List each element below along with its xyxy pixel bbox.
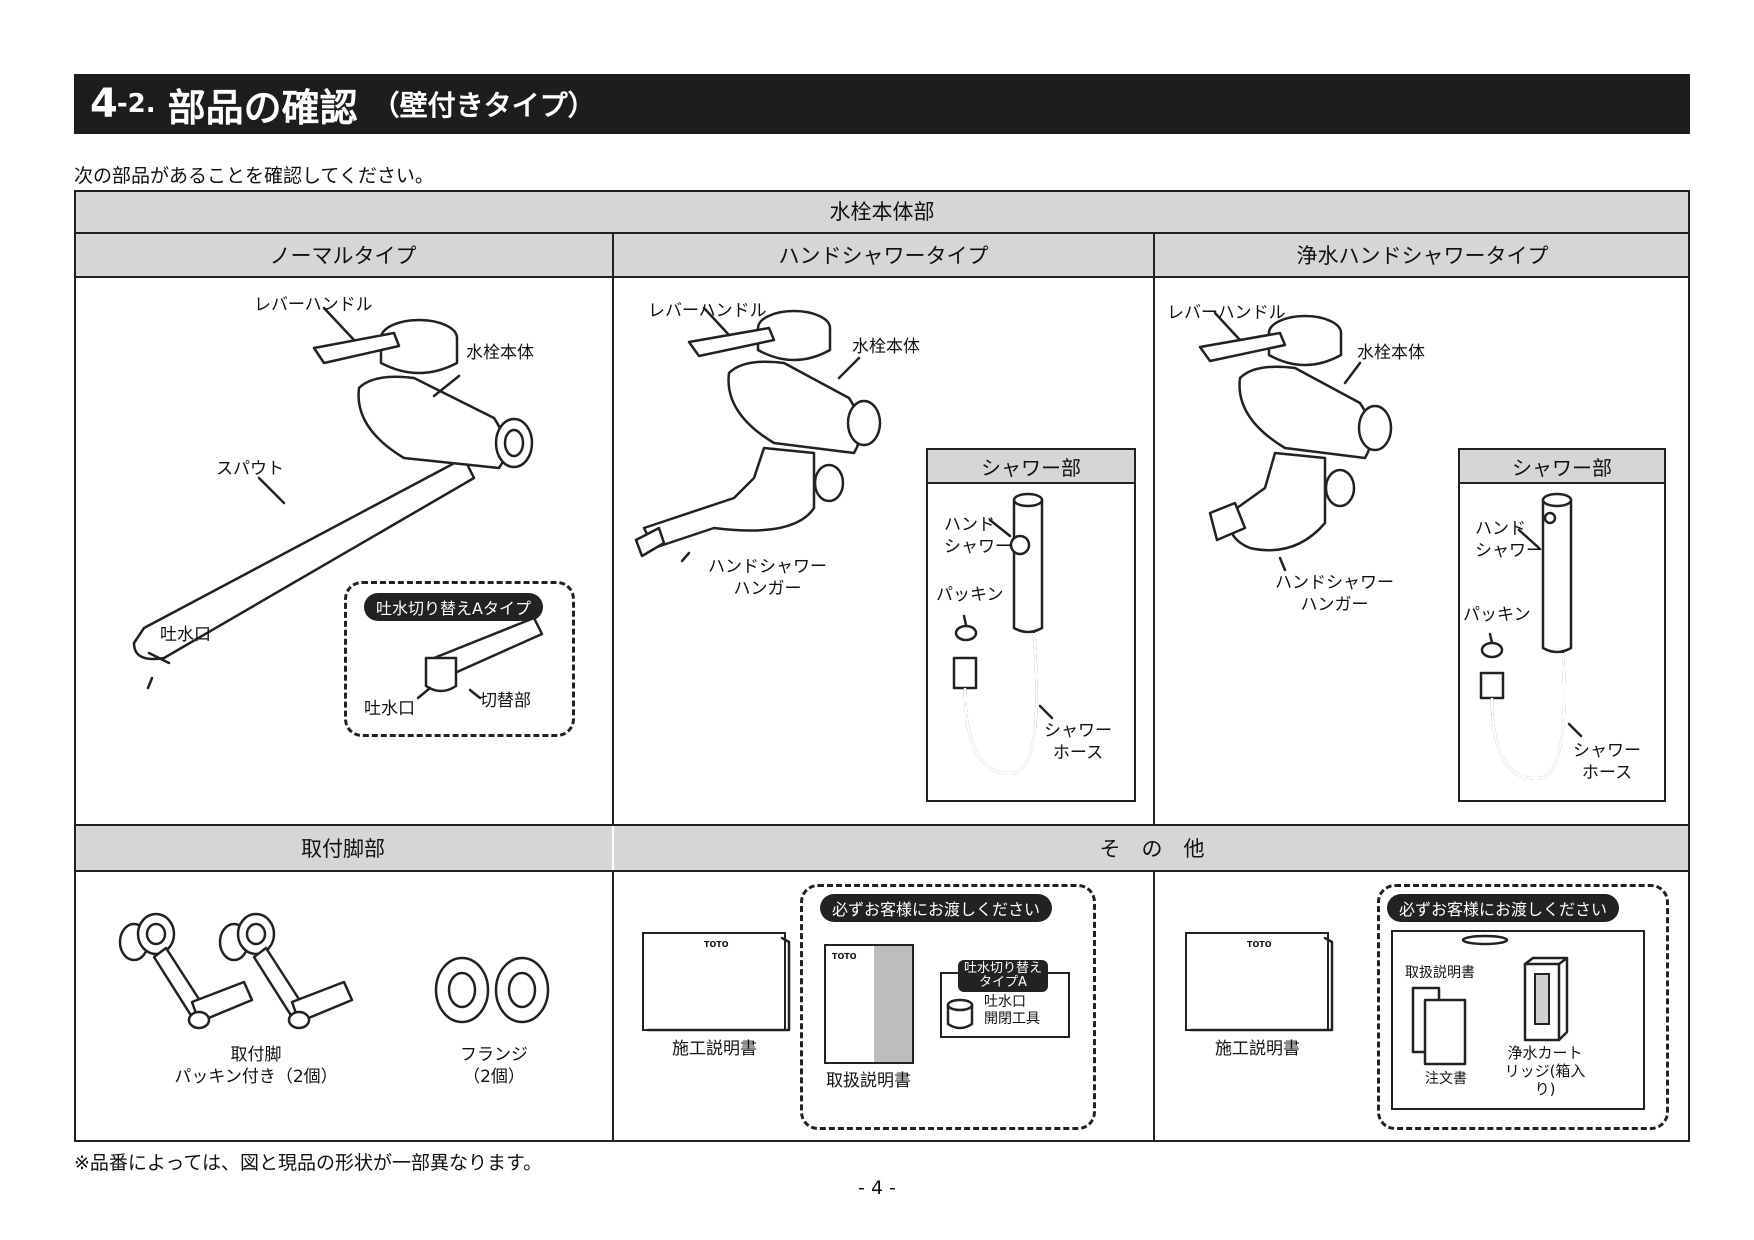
label-install-manual: 施工説明書 — [1215, 1039, 1300, 1059]
label-lever-handle: レバーハンドル — [648, 301, 767, 321]
label-purifier-cartridge: 浄水カート リッジ(箱入り) — [1504, 1044, 1586, 1098]
install-manual-fold — [646, 936, 791, 1032]
label-mount-leg: 取付脚 パッキン付き（2個） — [174, 1045, 338, 1087]
label-shower-hanger: ハンドシャワー ハンガー — [708, 557, 827, 599]
cell-others-purifier: TOTO 施工説明書 必ずお客様にお渡しください 取扱説明書 注文書 浄水カート… — [1155, 872, 1690, 1140]
brand-mark: TOTO — [832, 952, 857, 961]
rule — [612, 870, 614, 1142]
booklet-spine — [874, 946, 912, 1062]
label-faucet-body: 水栓本体 — [852, 337, 920, 357]
header-normal-type: ノーマルタイプ — [74, 234, 612, 278]
handshower-faucet-illustration — [634, 306, 882, 563]
hand-to-customer-title: 必ずお客様にお渡しください — [820, 894, 1053, 922]
label-shower-hose: シャワー ホース — [1573, 741, 1641, 783]
parts-table: 水栓本体部 ノーマルタイプ ハンドシャワータイプ 浄水ハンドシャワータイプ 取付… — [74, 190, 1690, 1142]
footnote: ※品番によっては、図と現品の形状が一部異なります。 — [74, 1152, 543, 1174]
label-lever-handle: レバーハンドル — [1167, 303, 1286, 323]
rule — [1153, 234, 1155, 826]
hand-to-customer-box — [800, 884, 1096, 1130]
shower-part-header: シャワー部 — [928, 450, 1134, 484]
label-faucet-body: 水栓本体 — [1357, 343, 1425, 363]
cell-normal-type: レバーハンドル 水栓本体 スパウト 吐水口 吐水切り替えAタイプ 吐水口 切替部 — [74, 278, 612, 824]
label-hand-shower: ハンド シャワー — [1475, 519, 1543, 561]
intro-text: 次の部品があることを確認してください。 — [74, 165, 434, 187]
cell-mount-legs: 取付脚 パッキン付き（2個） フランジ （2個） — [74, 872, 612, 1140]
label-shower-hanger: ハンドシャワー ハンガー — [1275, 573, 1394, 615]
brand-mark: TOTO — [1247, 940, 1272, 949]
section-number: 4 — [90, 81, 118, 127]
rule — [74, 824, 1690, 826]
header-faucet-body: 水栓本体部 — [74, 190, 1690, 234]
label-shower-hose: シャワー ホース — [1044, 721, 1112, 763]
inset-switch-type-a — [344, 581, 575, 737]
hand-to-customer-box — [1377, 884, 1669, 1130]
label-user-manual: 取扱説明書 — [1405, 965, 1475, 981]
label-install-manual: 施工説明書 — [672, 1039, 757, 1059]
inset-label-switch: 切替部 — [480, 691, 531, 711]
section-title-paren: （壁付きタイプ） — [371, 89, 596, 122]
shower-part-illustration — [1479, 492, 1583, 780]
rule — [74, 232, 1690, 234]
user-manual-booklet: TOTO — [824, 944, 914, 1064]
rule — [1153, 870, 1155, 1142]
purifier-faucet-illustration — [1198, 311, 1393, 572]
install-manual-doc: TOTO — [1185, 932, 1329, 1031]
header-mount-legs: 取付脚部 — [74, 826, 612, 872]
tool-title: 吐水切り替え タイプA — [958, 960, 1049, 992]
header-purifier-type: 浄水ハンドシャワータイプ — [1155, 234, 1690, 278]
label-user-manual: 取扱説明書 — [826, 1071, 911, 1091]
page-number: - 4 - — [858, 1177, 896, 1199]
label-flange: フランジ （2個） — [460, 1045, 528, 1087]
inset-label-outlet: 吐水口 — [364, 699, 415, 719]
section-sub-number: -2. — [116, 89, 156, 119]
install-manual-fold — [1189, 936, 1334, 1032]
brand-mark: TOTO — [704, 940, 729, 949]
header-handshower-type: ハンドシャワータイプ — [614, 234, 1153, 278]
inset-spout-illustration — [416, 616, 544, 700]
inset-title: 吐水切り替えAタイプ — [364, 593, 543, 621]
label-order-form: 注文書 — [1425, 1071, 1467, 1087]
label-packing: パッキン — [1463, 605, 1531, 625]
install-manual-doc: TOTO — [642, 932, 786, 1031]
label-hand-shower: ハンド シャワー — [944, 515, 1012, 557]
cell-handshower-type: レバーハンドル 水栓本体 ハンドシャワー ハンガー シャワー部 ハンド シャワー… — [614, 278, 1153, 824]
label-outlet-tool: 吐水口 開閉工具 — [984, 994, 1040, 1027]
section-title-bar: 4 -2. 部品の確認 （壁付きタイプ） — [74, 74, 1690, 134]
outlet-tool-illustration — [946, 998, 974, 1030]
label-outlet: 吐水口 — [160, 625, 211, 645]
normal-faucet-illustration — [132, 306, 534, 690]
section-title: 部品の確認 — [167, 85, 358, 130]
bag-contents-illustration — [1411, 934, 1569, 1066]
mount-legs-illustration — [118, 912, 550, 1030]
label-lever-handle: レバーハンドル — [254, 295, 373, 315]
shower-part-header: シャワー部 — [1460, 450, 1664, 484]
rule — [612, 234, 614, 826]
label-spout: スパウト — [216, 459, 284, 479]
cell-others-handshower: TOTO 施工説明書 必ずお客様にお渡しください TOTO 取扱説明書 吐水切り… — [614, 872, 1153, 1140]
hand-to-customer-title: 必ずお客様にお渡しください — [1387, 894, 1620, 922]
shower-part-illustration — [952, 492, 1054, 775]
label-packing: パッキン — [936, 585, 1004, 605]
cell-purifier-type: レバーハンドル 水栓本体 ハンドシャワー ハンガー シャワー部 ハンド シャワー… — [1155, 278, 1690, 824]
header-others: そ の 他 — [614, 826, 1690, 872]
label-faucet-body: 水栓本体 — [466, 343, 534, 363]
